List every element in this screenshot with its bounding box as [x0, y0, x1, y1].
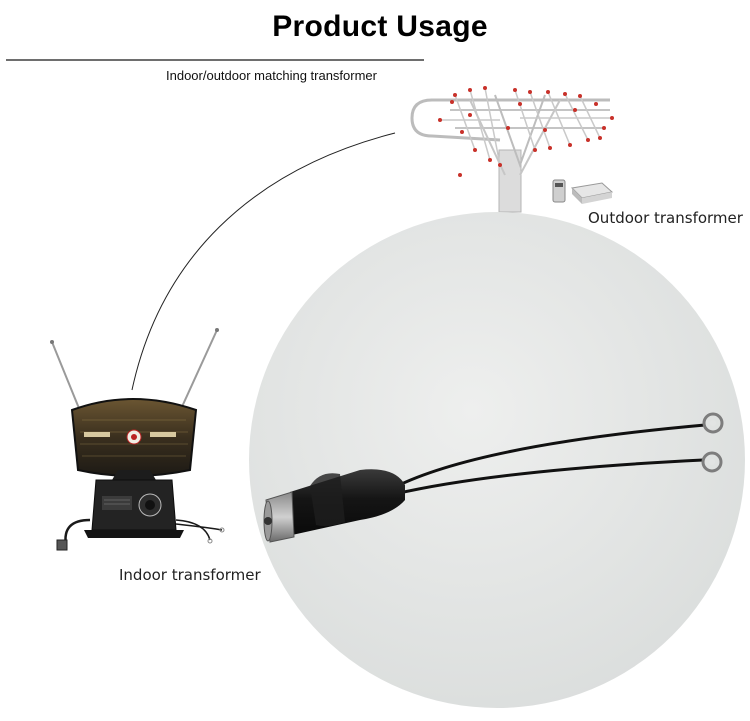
indoor-transformer-label: Indoor transformer [119, 566, 261, 584]
indoor-antenna-image [50, 328, 225, 551]
connection-curve [131, 132, 396, 391]
transformer-product-photo [249, 212, 745, 708]
outdoor-antenna-image [410, 86, 614, 213]
outdoor-transformer-label: Outdoor transformer [588, 209, 743, 227]
page-subtitle: Indoor/outdoor matching transformer [166, 68, 377, 83]
title-divider [6, 59, 424, 61]
page-title: Product Usage [272, 10, 488, 43]
